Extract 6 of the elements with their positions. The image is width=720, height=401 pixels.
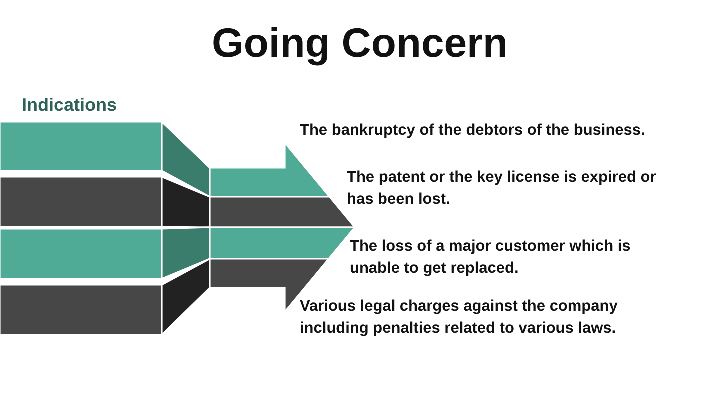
section-heading: Indications <box>22 94 118 117</box>
indication-text: The loss of a major customer which is unable to get replaced. <box>350 237 632 279</box>
indication-text: The patent or the key license is expired or has been lost. <box>347 168 658 210</box>
indication-text: The bankruptcy of the debtors of the business. <box>300 121 646 141</box>
indication-text: Various legal charges against the company including penalties related to various laws. <box>300 297 619 339</box>
diagram-title: Going Concern <box>212 19 508 68</box>
